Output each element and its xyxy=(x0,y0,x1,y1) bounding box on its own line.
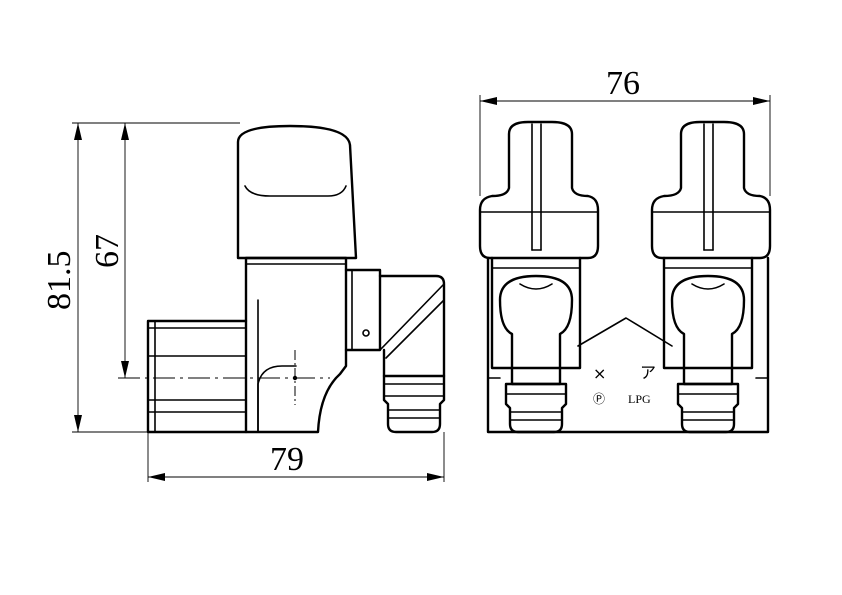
gas-type-label: LPG xyxy=(628,392,651,406)
cross-mark: × xyxy=(593,364,606,383)
front-valve-right xyxy=(650,120,772,434)
dimension-side-width: 79 xyxy=(147,432,445,482)
dimension-inner-height: 67 xyxy=(89,123,129,378)
dimension-label-inner-height: 67 xyxy=(89,234,126,268)
katakana-mark: ア xyxy=(640,363,656,382)
circle-p-mark: Ⓟ xyxy=(593,392,605,406)
center-point xyxy=(292,375,298,381)
front-view: × ア Ⓟ LPG xyxy=(478,120,772,434)
elbow-diagonal-2 xyxy=(385,299,445,359)
front-base-plate xyxy=(486,256,770,434)
front-knob-left xyxy=(478,120,600,260)
front-valve-left xyxy=(478,120,600,434)
dimension-front-width: 76 xyxy=(479,65,771,196)
front-lever-left xyxy=(498,274,574,386)
side-knob xyxy=(236,124,358,260)
lever-cap-right xyxy=(691,283,725,290)
dimension-label-side-width: 79 xyxy=(270,441,304,478)
side-view xyxy=(118,124,446,434)
dimension-label-total-height: 81.5 xyxy=(41,251,78,311)
front-nipple-right xyxy=(676,382,740,434)
side-knob-groove xyxy=(244,185,347,197)
front-collar-left xyxy=(490,256,582,370)
side-outlet-nipple xyxy=(382,374,446,434)
front-center-notch xyxy=(577,317,673,347)
side-body xyxy=(244,256,348,434)
side-outlet-collar xyxy=(344,268,382,352)
collar-screw xyxy=(362,329,370,337)
front-knob-right xyxy=(650,120,772,260)
front-lever-right xyxy=(670,274,746,386)
dimension-label-front-width: 76 xyxy=(606,65,640,102)
internal-elbow xyxy=(257,365,297,433)
side-inlet xyxy=(146,319,248,434)
dimension-total-height: 81.5 xyxy=(41,122,240,433)
lever-cap-left xyxy=(519,283,553,290)
elbow-diagonal xyxy=(379,283,445,351)
side-outlet-elbow xyxy=(378,274,446,378)
front-nipple-left xyxy=(504,382,568,434)
front-collar-right xyxy=(662,256,754,370)
